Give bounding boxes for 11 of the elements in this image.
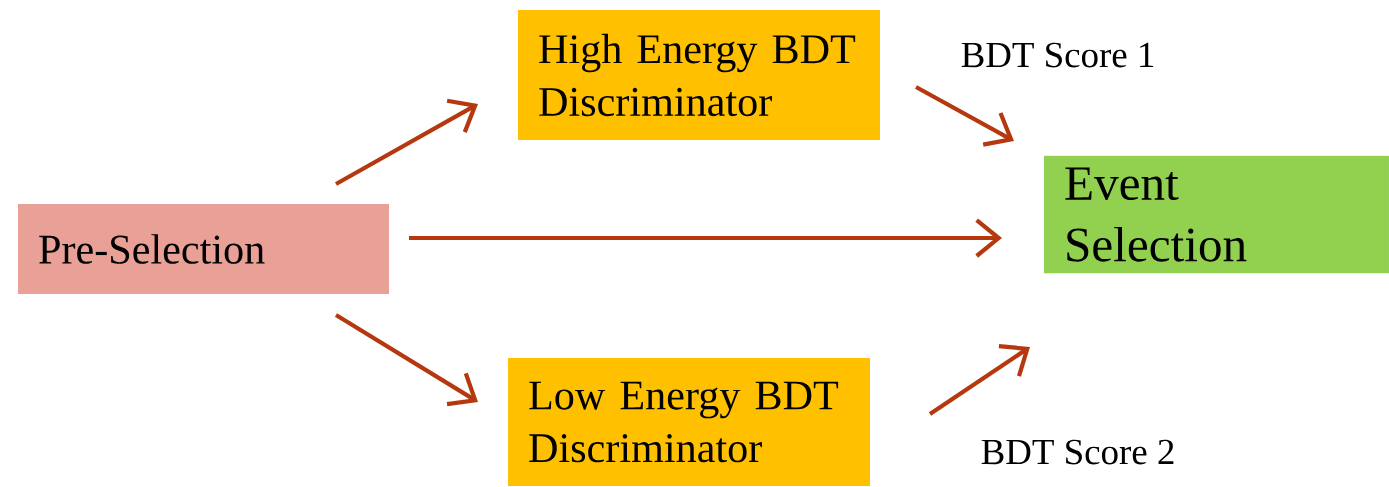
process-box: High Energy BDT Discriminator — [518, 10, 880, 140]
arrow — [928, 344, 1030, 416]
arrow — [915, 85, 1014, 147]
edge-label: BDT Score 2 — [981, 439, 1174, 465]
process-box: Pre-Selection — [18, 204, 389, 294]
process-box: Event Selection — [1044, 155, 1389, 274]
process-box: Low Energy BDT Discriminator — [508, 358, 870, 486]
arrow — [334, 313, 478, 407]
edge-label: BDT Score 1 — [961, 42, 1154, 68]
arrow — [409, 218, 1002, 258]
arrow — [335, 98, 478, 186]
